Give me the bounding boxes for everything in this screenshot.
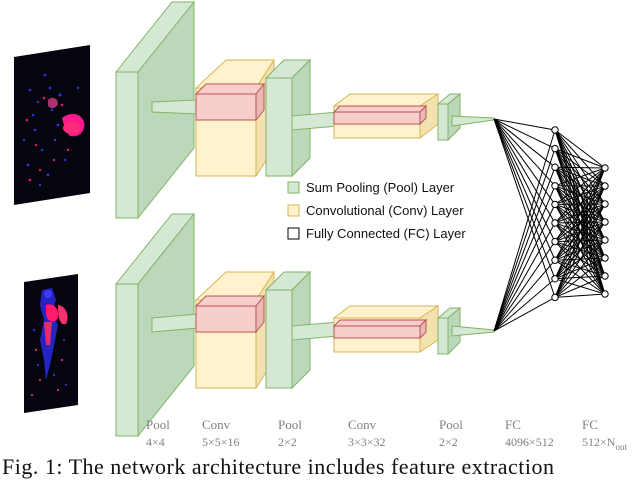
legend-label-conv: Convolutional (Conv) Layer xyxy=(306,203,464,218)
fc-connection xyxy=(493,204,556,332)
legend-swatch-fc xyxy=(287,227,300,240)
fc-connection xyxy=(554,167,606,280)
fc-connection xyxy=(554,166,606,169)
fc-connection xyxy=(493,148,556,332)
fc-hidden-node xyxy=(551,182,559,190)
conv-layer-5x5x16-bottom xyxy=(194,270,275,390)
fc-connection xyxy=(554,293,606,298)
fc-connection xyxy=(493,118,556,168)
fc-output-node xyxy=(601,218,609,226)
fc-connection xyxy=(493,259,556,332)
fc-connection xyxy=(493,167,556,332)
fc-connection xyxy=(493,118,556,261)
top-branch xyxy=(114,0,495,220)
conv-layer-3x3x32-top xyxy=(332,93,440,140)
input-event-image-top xyxy=(14,45,90,205)
fc-connection xyxy=(493,278,556,332)
fc-connection xyxy=(554,129,606,169)
fc-connection xyxy=(493,118,556,150)
fc-connection xyxy=(554,167,606,298)
stage-label-pool-2: Pool xyxy=(278,417,302,432)
fc-connection xyxy=(554,167,606,242)
fc-connection xyxy=(554,167,606,205)
pooling-funnel-top-1 xyxy=(151,99,199,115)
figure-caption: Fig. 1: The network architecture include… xyxy=(2,454,555,479)
fc-output-node xyxy=(601,254,609,262)
stage-dim-fc-2: 512×Nout xyxy=(582,435,627,452)
fc-connection xyxy=(493,118,556,242)
legend: Sum Pooling (Pool) Layer Convolutional (… xyxy=(287,180,466,241)
fc-hidden-node xyxy=(551,200,559,209)
stage-dim-pool-2: 2×2 xyxy=(278,435,297,449)
fc-hidden-node xyxy=(551,256,559,264)
fc-connection xyxy=(493,118,556,187)
stage-label-fc-1: FC xyxy=(505,417,521,432)
fc-connection xyxy=(554,275,606,298)
fc-connection xyxy=(493,185,556,332)
fc-hidden-node xyxy=(551,237,559,246)
stage-dim-conv-2: 3×3×32 xyxy=(348,435,386,449)
fc-output-node xyxy=(601,164,609,172)
fc-connection xyxy=(554,203,606,298)
fc-connection xyxy=(493,118,556,298)
input-event-image-bottom xyxy=(24,274,78,413)
fc-hidden-node xyxy=(551,126,559,134)
stage-dim-pool-3: 2×2 xyxy=(439,435,458,449)
fc-connection xyxy=(554,221,606,298)
fc-connection xyxy=(554,185,606,298)
stage-dim-pool-1: 4×4 xyxy=(146,435,165,449)
fc-connection xyxy=(493,296,556,332)
pooling-funnel-bottom-3 xyxy=(451,325,495,337)
stage-label-conv-2: Conv xyxy=(348,417,377,432)
fc-connection xyxy=(493,222,556,332)
legend-swatch-conv xyxy=(287,204,300,217)
fc-connection xyxy=(554,167,606,187)
fc-connection xyxy=(493,129,556,332)
stage-label-pool-3: Pool xyxy=(439,417,463,432)
legend-swatch-pool xyxy=(287,181,300,194)
fc-hidden-node xyxy=(551,275,559,283)
stage-dim-fc-1: 4096×512 xyxy=(505,435,554,449)
fc-connection xyxy=(554,167,606,224)
bottom-branch xyxy=(114,212,495,438)
fc-connection xyxy=(554,239,606,298)
pooling-funnel-top-3 xyxy=(451,115,495,127)
stage-label-conv-1: Conv xyxy=(202,417,231,432)
fc-hidden-node xyxy=(551,163,559,171)
fc-connection xyxy=(554,257,606,298)
fc-output-node xyxy=(601,236,609,244)
fc-connection xyxy=(554,148,606,169)
fc-connection xyxy=(493,118,556,131)
stage-dim-conv-1: 5×5×16 xyxy=(202,435,240,449)
legend-label-fc: Fully Connected (FC) Layer xyxy=(306,226,466,241)
fc-hidden-node xyxy=(551,144,559,153)
fc-output-node xyxy=(601,290,609,298)
fc-connection xyxy=(554,167,606,261)
fc-output-node xyxy=(601,200,609,208)
fc-connection xyxy=(493,118,556,224)
stage-dim-fc-2-main: 512×N xyxy=(582,435,616,449)
stage-label-pool-1: Pool xyxy=(146,417,170,432)
fc-output-node xyxy=(601,272,609,280)
legend-label-pool: Sum Pooling (Pool) Layer xyxy=(306,180,455,195)
fc-connection xyxy=(493,118,556,279)
fc-output-node xyxy=(601,182,609,190)
fc-connection xyxy=(493,118,556,205)
stage-labels: Pool 4×4 Conv 5×5×16 Pool 2×2 Conv 3×3×3… xyxy=(146,417,627,452)
conv-layer-3x3x32-bottom xyxy=(332,305,440,353)
fc-hidden-node xyxy=(551,219,559,227)
fc-connection xyxy=(493,241,556,332)
conv-layer-5x5x16-top xyxy=(194,58,275,178)
stage-dim-fc-2-subscript: out xyxy=(615,442,627,452)
stage-label-fc-2: FC xyxy=(582,417,598,432)
fc-hidden-node xyxy=(551,293,559,302)
fully-connected-network xyxy=(493,118,609,332)
